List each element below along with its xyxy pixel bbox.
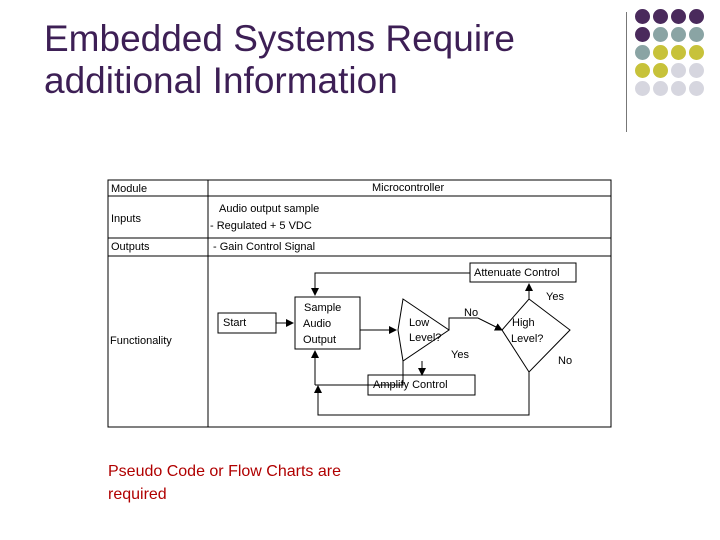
flow-arrow-attenuate-to-sample [311,272,470,296]
decorative-dot [689,45,704,60]
flow-low-yes-label: Yes [451,349,469,361]
flow-sample-line3: Output [303,334,336,346]
table-inputs-value-2: - Regulated + 5 VDC [210,220,312,232]
table-outputs-value: - Gain Control Signal [213,241,315,253]
decorative-dot [653,63,668,78]
decorative-dot [671,9,686,24]
spec-table [107,179,612,428]
flow-high-no-label: No [558,355,572,367]
slide-title-line1: Embedded Systems Require [44,18,515,59]
slide-title: Embedded Systems Require additional Info… [44,18,604,102]
flow-line-low-yes [368,361,404,386]
decorative-dot [635,9,650,24]
decorative-dot [635,45,650,60]
decorative-dot [689,63,704,78]
decorative-dot [671,63,686,78]
decorative-dot [671,27,686,42]
table-outputs-label: Outputs [111,241,150,253]
flow-high-yes-label: Yes [546,291,564,303]
table-inputs-label: Inputs [111,213,141,225]
flow-amplify-label: Amplify Control [373,379,448,391]
table-module-label: Module [111,183,147,195]
decorative-dot [671,81,686,96]
flow-start-label: Start [223,317,246,329]
decorative-dot [653,27,668,42]
flow-high-line1: High [512,317,535,329]
flow-low-line1: Low [409,317,429,329]
flow-high-line2: Level? [511,333,543,345]
flow-sample-line1: Sample [304,302,341,314]
decorative-dot [689,27,704,42]
decorative-dot [635,27,650,42]
flow-sample-box [294,296,361,350]
slide-title-line2: additional Information [44,60,398,101]
flow-arrow-high-no-to-sample [314,372,530,416]
decorative-dot [653,45,668,60]
decorative-dot [653,81,668,96]
decorative-dot [689,9,704,24]
table-functionality-label: Functionality [110,335,172,347]
decorative-dot [635,81,650,96]
slide-caption-line2: required [108,486,167,503]
slide-caption: Pseudo Code or Flow Charts are required [108,460,408,506]
flow-attenuate-label: Attenuate Control [474,267,560,279]
decorative-divider [626,12,627,132]
flow-low-line2: Level? [409,332,441,344]
flow-sample-line2: Audio [303,318,331,330]
table-border [107,179,612,428]
table-module-value: Microcontroller [372,182,444,194]
flow-arrow-low-no-to-high [448,317,503,331]
table-inputs-value-1: Audio output sample [219,203,319,215]
decorative-dot [653,9,668,24]
flow-low-no-label: No [464,307,478,319]
decorative-dot [671,45,686,60]
decorative-dot [689,81,704,96]
decorative-dot [635,63,650,78]
flow-low-level-decision [397,298,450,362]
slide-caption-line1: Pseudo Code or Flow Charts are [108,463,341,480]
decorative-dot-grid [0,0,720,140]
